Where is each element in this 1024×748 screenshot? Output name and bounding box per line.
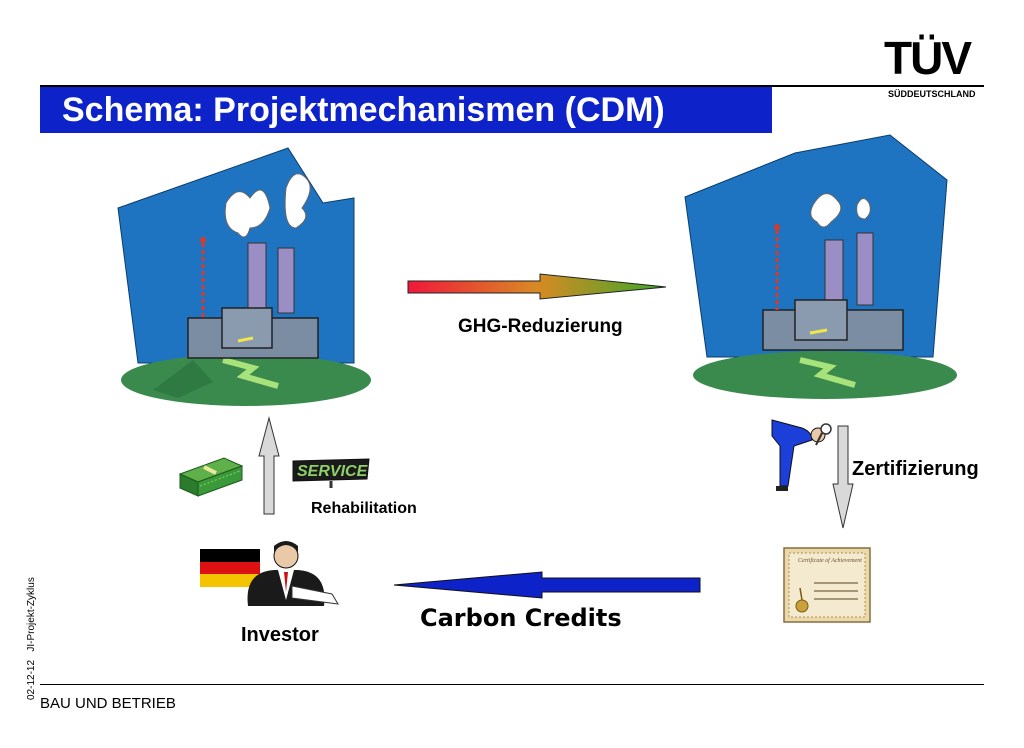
service-sign-text: SERVICE: [297, 463, 369, 480]
tuv-logo-subtitle: SÜDDEUTSCHLAND: [888, 89, 976, 99]
footer-rule: [40, 684, 984, 685]
side-date: 02-12-12: [26, 659, 37, 700]
ghg-label: GHG-Reduzierung: [458, 316, 623, 337]
side-topic: JI-Projekt-Zyklus: [26, 577, 37, 652]
investor-label: Investor: [241, 624, 319, 646]
investment-up-arrow: [258, 416, 280, 515]
money-stack-icon: [178, 457, 244, 497]
inspector-icon: [771, 419, 832, 491]
rehabilitation-label: Rehabilitation: [311, 500, 417, 517]
certification-label: Zertifizierung: [852, 458, 979, 480]
header-rule: [40, 85, 984, 87]
footer-text: BAU UND BETRIEB: [40, 695, 176, 712]
side-date-topic: 02-12-12 JI-Projekt-Zyklus: [26, 577, 37, 700]
slide-title: Schema: Projektmechanismen (CDM): [62, 91, 665, 129]
ghg-reduction-arrow: [407, 273, 667, 300]
carbon-credits-arrow: [393, 571, 701, 599]
carbon-credits-label: Carbon Credits: [420, 604, 622, 632]
factory-right-icon: [684, 134, 957, 399]
german-flag-icon: [200, 549, 260, 587]
factory-left-icon: [117, 147, 371, 406]
tuv-logo: TÜV: [884, 32, 972, 84]
investor-icon: [247, 541, 339, 606]
certificate-text: Certificate of Achievement: [798, 558, 862, 564]
title-bar: [40, 87, 772, 133]
certification-arrow: [832, 425, 854, 529]
certificate-icon: [783, 547, 871, 623]
service-sign-icon: SERVICE: [292, 458, 370, 488]
